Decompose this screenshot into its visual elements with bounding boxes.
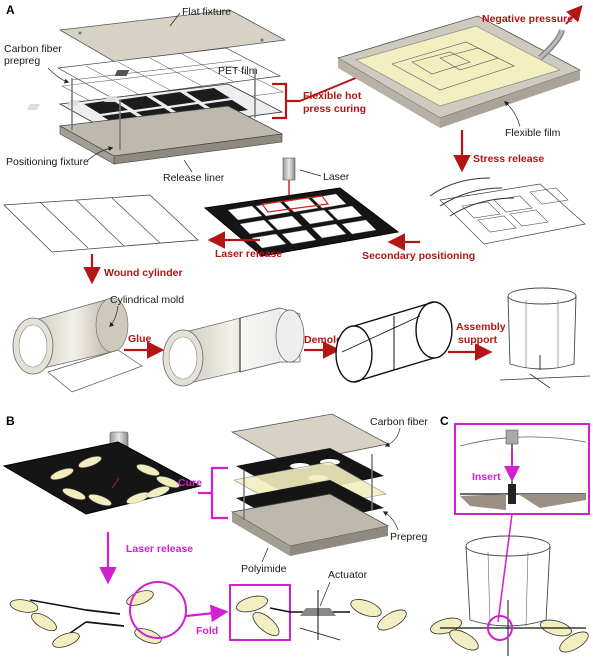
mold-with-film	[162, 307, 305, 387]
label-press-curing: press curing	[303, 103, 366, 115]
label-insert: Insert	[472, 471, 501, 483]
panel-b-label: B	[6, 414, 15, 428]
insert-highlight	[487, 615, 513, 641]
carbon-cylinder	[335, 301, 453, 383]
label-cure: Cure	[178, 477, 202, 489]
panel-a-label: A	[6, 3, 15, 17]
label-flexible-film: Flexible film	[505, 127, 561, 139]
label-laser: Laser	[323, 171, 350, 183]
label-demold: Demold	[304, 334, 343, 346]
label-laser-release-b: Laser release	[126, 543, 193, 555]
peeled-sheets	[429, 177, 586, 245]
released-wings	[9, 590, 162, 648]
label-glue: Glue	[128, 333, 151, 345]
label-carbon-fiber: Carbon fiber	[4, 43, 62, 55]
bracket-a	[272, 82, 300, 120]
bracket-b	[198, 466, 228, 520]
label-wound-cylinder: Wound cylinder	[104, 267, 183, 279]
label-prepreg: prepreg	[4, 55, 40, 67]
label-assembly: Assembly	[456, 321, 506, 333]
black-plate-a	[203, 187, 400, 257]
panel-c-label: C	[440, 414, 449, 428]
label-fold: Fold	[196, 625, 218, 637]
assembled-cylinder	[499, 287, 591, 389]
label-pet-film: PET film	[218, 65, 258, 77]
laser-tool	[282, 157, 296, 196]
actuator-assembly	[290, 590, 407, 641]
label-laser-release: Laser release	[215, 248, 282, 260]
fold-highlight	[129, 581, 187, 639]
final-assembly	[430, 535, 589, 656]
cylindrical-mold	[12, 297, 143, 393]
stack-fixture-b	[230, 413, 390, 556]
label-stress-release: Stress release	[473, 153, 544, 165]
label-carbon-fiber-b: Carbon fiber	[370, 416, 428, 428]
label-release-liner: Release liner	[163, 172, 225, 184]
released-strip	[3, 194, 199, 253]
label-support: support	[458, 334, 498, 346]
label-secondary-positioning: Secondary positioning	[362, 250, 475, 262]
label-flat-fixture: Flat fixture	[182, 6, 231, 18]
label-positioning-fixture: Positioning fixture	[6, 156, 89, 168]
stack-fixture-a	[26, 9, 287, 165]
label-polyimide: Polyimide	[241, 563, 287, 575]
folded-wing	[236, 595, 291, 636]
black-plate-b	[2, 441, 202, 515]
label-prepreg-b: Prepreg	[390, 531, 428, 543]
label-cylindrical-mold: Cylindrical mold	[110, 294, 184, 306]
label-flexible-hot: Flexible hot	[303, 90, 362, 102]
vacuum-press	[337, 15, 582, 128]
label-negative-pressure: Negative pressure	[482, 13, 573, 25]
label-actuator: Actuator	[328, 569, 368, 581]
